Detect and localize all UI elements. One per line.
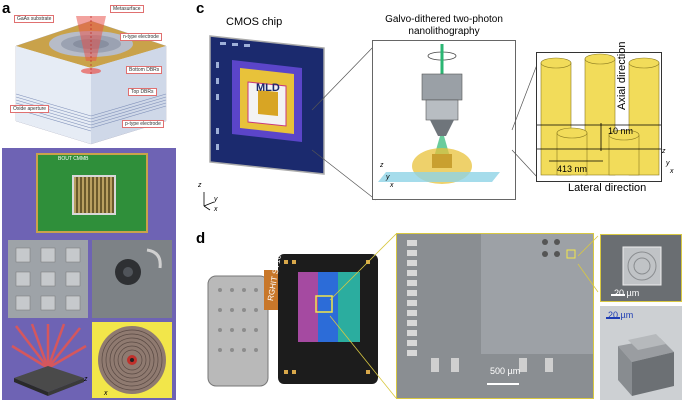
panel-c-mid-axis-x: x (390, 182, 394, 189)
scale-inset1-label: 20 µm (614, 288, 640, 298)
panel-d-connector-lines (329, 233, 396, 399)
dim-height-label: 10 nm (608, 126, 634, 136)
label-n-electrode: n-type electrode (120, 33, 162, 41)
panel-c-left-axis-y: y (214, 196, 218, 203)
panel-c-right-axis-x: x (670, 168, 674, 175)
mld-label: MLD (256, 82, 280, 94)
panel-c-letter: c (196, 0, 205, 17)
panel-c-mid-axis-y: y (386, 174, 390, 181)
panel-b-axis-z: z (84, 376, 88, 383)
panel-c-connector-lines-right (511, 61, 539, 179)
pcb-board-text: BOUT CMMB (58, 156, 89, 162)
panel-c-right-axis-z: z (662, 148, 666, 155)
process-title: Galvo-dithered two-photon nanolithograph… (385, 14, 503, 37)
pillar-array-box (536, 52, 662, 182)
dim-width-label: 413 nm (557, 164, 588, 174)
panel-c-mid-axis-z: z (380, 162, 384, 169)
panel-d-inset-connectors (577, 235, 599, 293)
vcsel-illustration (15, 16, 167, 145)
camera-module-photo (207, 254, 378, 387)
panel-b-axis-x: x (104, 390, 108, 397)
label-p-electrode: p-type electrode (122, 120, 164, 128)
label-top-dbr: Top DBRs (128, 88, 157, 96)
axial-direction-label: Axial direction (616, 41, 628, 110)
pcb-board: BOUT CMMB (36, 153, 148, 233)
sem-pad-array (8, 240, 88, 318)
panel-c-connector-lines (311, 43, 377, 201)
emitting-array-illustration (11, 323, 87, 396)
label-oxide-aperture: Oxide aperture (10, 105, 50, 113)
panel-d-letter: d (196, 230, 206, 247)
scale-inset2-label: 20 µm (608, 310, 634, 320)
panel-c-left-axis-z: z (198, 182, 202, 189)
panel-c-axes-left (203, 192, 215, 211)
metasurface-rings-inset (92, 322, 172, 398)
sem-inset-top (600, 234, 682, 302)
panel-c-right-axis-y: y (666, 160, 670, 167)
label-gaas-substrate: GaAs substrate (14, 15, 55, 23)
label-metasurface: Metasurface (110, 5, 144, 13)
cmos-chip-illustration (209, 35, 325, 175)
scale-main-label: 500 µm (490, 366, 521, 376)
panel-c-left-axis-x: x (214, 206, 218, 213)
lateral-direction-label: Lateral direction (568, 182, 647, 194)
sem-single-device (92, 240, 172, 318)
sem-inset-bottom (600, 306, 682, 400)
cmos-chip-title: CMOS chip (226, 16, 283, 28)
objective-lens-illustration (378, 44, 500, 184)
panel-a-letter: a (2, 0, 11, 17)
pcb-chip-array (72, 175, 116, 215)
label-bottom-dbr: Bottom DBRs (126, 66, 163, 74)
sem-main-image (396, 233, 594, 399)
